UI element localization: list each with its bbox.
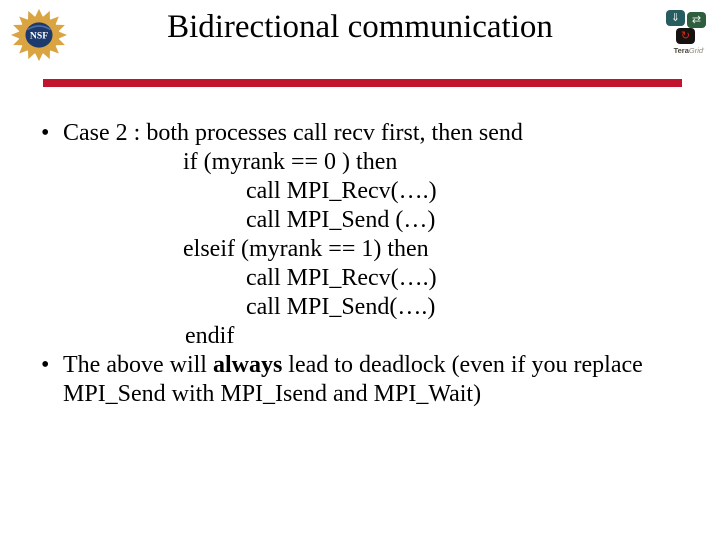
code-line-if: if (myrank == 0 ) then [183,149,398,175]
deadlock-text-pre: The above will [63,352,213,378]
bullet-glyph: • [41,120,50,146]
deadlock-text-always: always [212,352,283,378]
code-line-elseif: elseif (myrank == 1) then [183,236,429,262]
nsf-logo: NSF [10,8,68,62]
teragrid-download-icon: ⇓ [666,10,685,26]
bullet-item-deadlock-text: The above will always lead to deadlock (… [63,352,643,407]
accent-bar [43,79,682,87]
code-line-send-2: call MPI_Send(….) [246,294,436,320]
teragrid-rotate-icon: ↻ [676,28,695,44]
teragrid-sync-icon: ⇄ [687,12,706,28]
slide-title: Bidirectional communication [167,9,553,45]
code-line-recv-1: call MPI_Recv(….) [246,178,437,204]
bullet-item-deadlock: • The above will always lead to deadlock… [0,351,706,409]
code-line-send-1: call MPI_Send (…) [246,207,436,233]
teragrid-wordmark-grid: Grid [688,46,704,55]
bullet-item-case2-text: Case 2 : both processes call recv first,… [63,120,523,146]
deadlock-text-post: lead to deadlock (even if you replace MP… [63,352,643,407]
nsf-monogram: NSF [30,32,49,42]
code-line-recv-2: call MPI_Recv(….) [246,265,437,291]
teragrid-wordmark: TeraGrid’ [666,46,712,57]
teragrid-wordmark-tera: Tera [673,46,689,55]
code-line-endif: endif [185,323,235,349]
bullet-item-case2: • Case 2 : both processes call recv firs… [0,119,706,148]
bullet-glyph: • [41,352,50,378]
teragrid-logo: ⇓ ⇄ ↻ TeraGrid’ [666,10,712,56]
slide-body: • Case 2 : both processes call recv firs… [0,119,706,409]
teragrid-trademark: ’ [703,49,705,55]
nsf-logo-graphic: NSF [10,8,68,62]
